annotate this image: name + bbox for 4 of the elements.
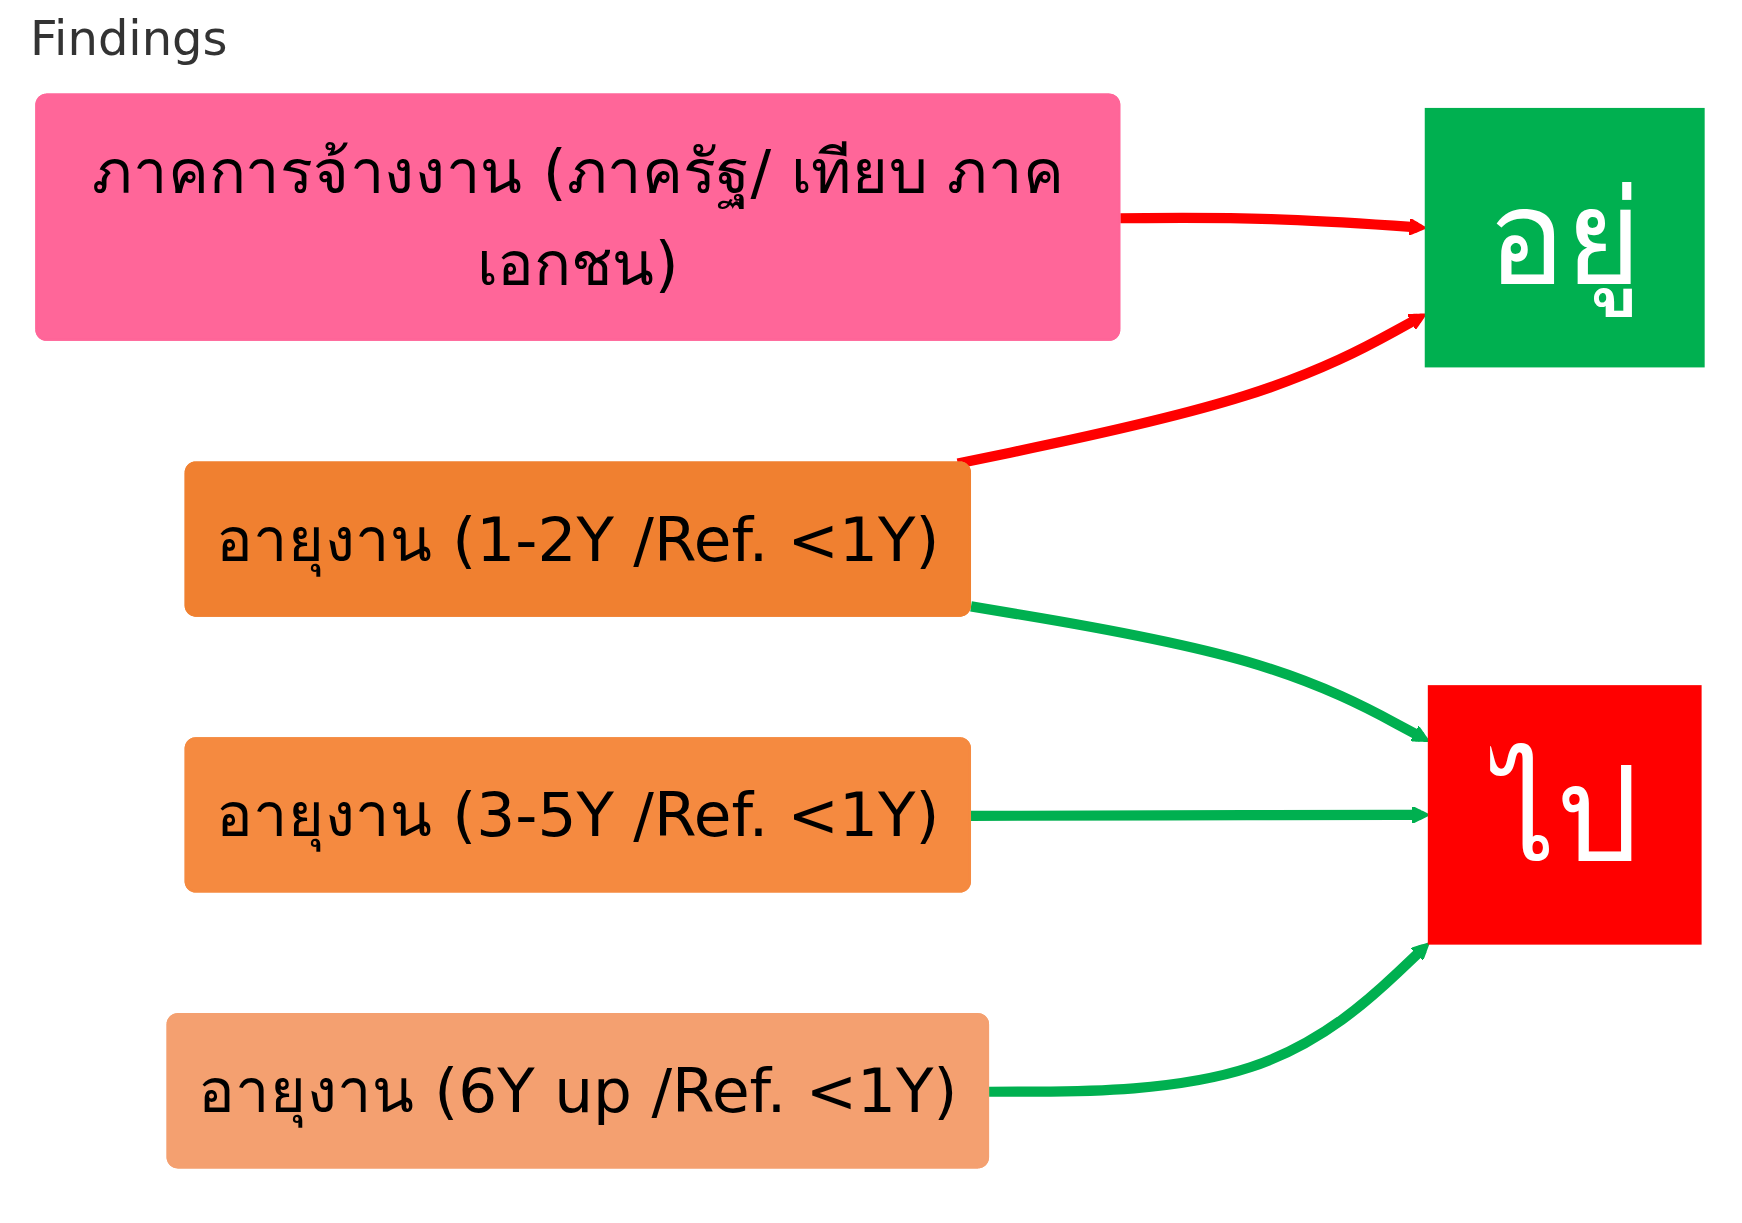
title: Findings bbox=[30, 10, 228, 66]
node-box: ไป bbox=[1427, 685, 1702, 945]
node-box: อยู่ bbox=[1424, 107, 1705, 368]
arrow bbox=[989, 942, 1430, 1097]
